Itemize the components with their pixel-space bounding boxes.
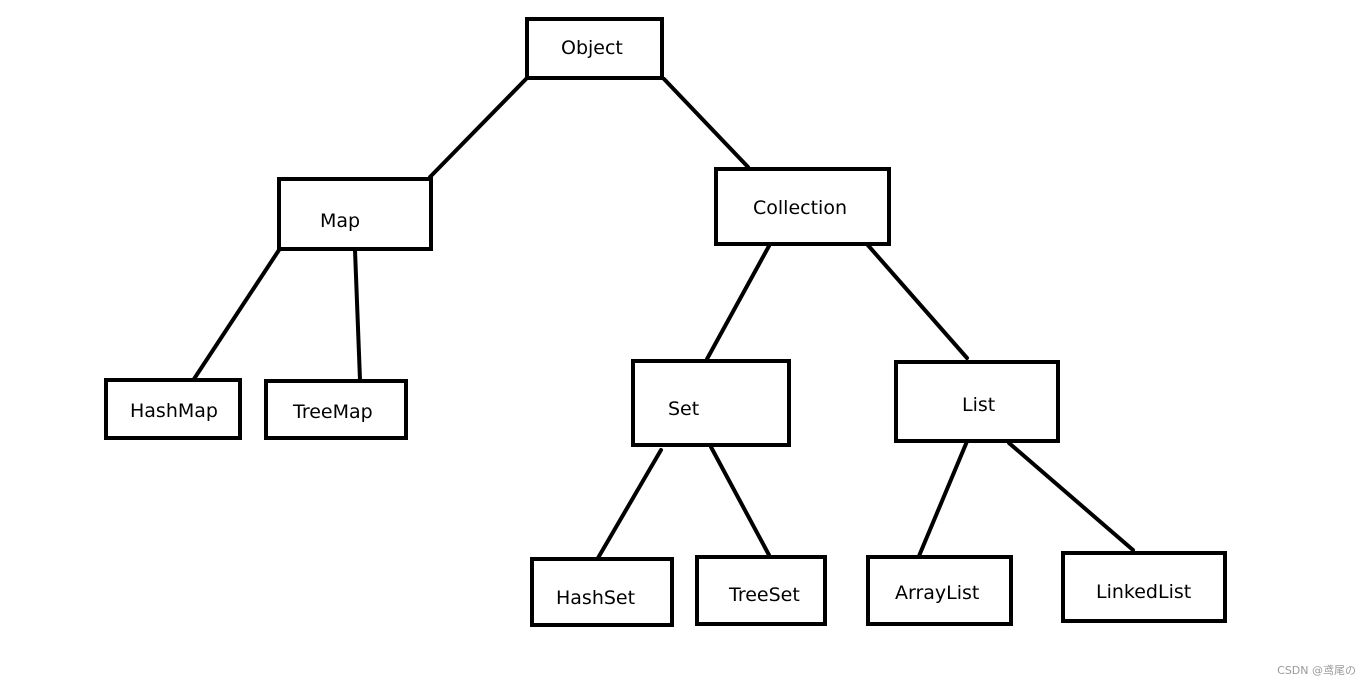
node-hashset-label: HashSet bbox=[556, 587, 635, 609]
node-collection-label: Collection bbox=[753, 197, 847, 219]
node-arraylist-box bbox=[866, 555, 1013, 626]
node-map-box bbox=[277, 177, 433, 251]
node-treemap-box bbox=[264, 379, 408, 440]
node-hashmap-box bbox=[104, 378, 242, 440]
node-list-label: List bbox=[962, 394, 995, 416]
node-treeset-box bbox=[695, 555, 827, 626]
node-collection-box bbox=[714, 167, 891, 246]
node-treemap: TreeMap bbox=[264, 379, 408, 440]
node-hashmap-label: HashMap bbox=[130, 400, 218, 422]
node-map-label: Map bbox=[320, 210, 360, 232]
node-treeset: TreeSet bbox=[695, 555, 827, 626]
node-list-box bbox=[894, 360, 1060, 443]
node-hashset-box bbox=[530, 557, 674, 627]
node-linkedlist-box bbox=[1061, 551, 1227, 623]
edge-list-arraylist bbox=[917, 437, 970, 558]
edge-map-hashmap bbox=[192, 248, 281, 381]
node-set: Set bbox=[631, 359, 791, 447]
edge-collection-set bbox=[705, 244, 771, 361]
edge-object-map bbox=[428, 77, 528, 179]
node-hashmap: HashMap bbox=[104, 378, 242, 440]
edges bbox=[192, 77, 1135, 560]
node-object: Object bbox=[525, 17, 664, 80]
node-linkedlist-label: LinkedList bbox=[1096, 581, 1191, 603]
node-object-box bbox=[525, 17, 664, 80]
edge-collection-list bbox=[864, 241, 969, 360]
node-arraylist-label: ArrayList bbox=[895, 582, 979, 604]
node-hashset: HashSet bbox=[530, 557, 674, 627]
edge-map-treemap bbox=[353, 248, 362, 382]
node-object-label: Object bbox=[561, 37, 623, 59]
node-map: Map bbox=[277, 177, 433, 251]
node-list: List bbox=[894, 360, 1060, 443]
edge-object-collection bbox=[662, 77, 750, 169]
edge-set-treeset bbox=[709, 445, 771, 557]
node-set-box bbox=[631, 359, 791, 447]
edge-list-linkedlist bbox=[1007, 441, 1135, 552]
edge-set-hashset bbox=[596, 448, 663, 560]
node-treemap-label: TreeMap bbox=[292, 401, 373, 423]
node-collection: Collection bbox=[714, 167, 891, 246]
node-set-label: Set bbox=[668, 398, 699, 420]
node-treeset-label: TreeSet bbox=[728, 584, 800, 606]
node-arraylist: ArrayList bbox=[866, 555, 1013, 626]
node-linkedlist: LinkedList bbox=[1061, 551, 1227, 623]
watermark: CSDN @鸢尾の bbox=[1277, 664, 1356, 677]
